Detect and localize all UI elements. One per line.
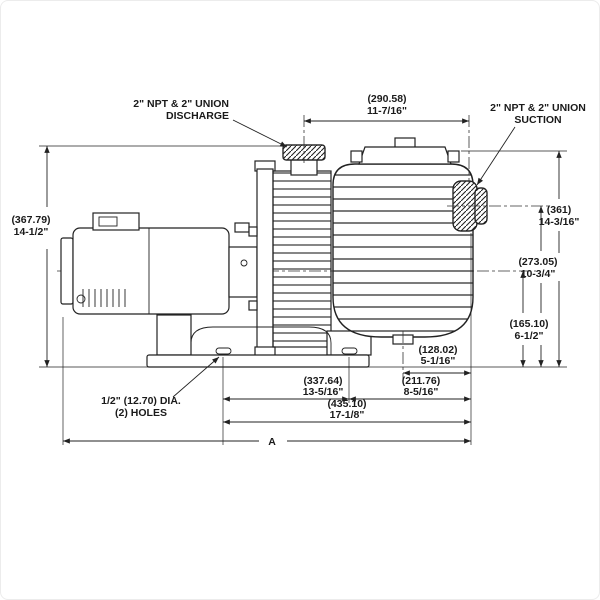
motor-adapter: [228, 222, 258, 298]
callout-mounting-holes: 1/2" (12.70) DIA. (2) HOLES: [101, 356, 220, 419]
motor: [60, 212, 230, 315]
callout-discharge: 2" NPT & 2" UNION DISCHARGE: [133, 98, 288, 148]
dim-overall-length-label: A: [268, 436, 276, 448]
dim-height-suction-top-in: 14-3/16": [539, 216, 580, 228]
dim-height-suction-center-mm: (273.05): [518, 256, 557, 268]
dim-overall-height-mm: (367.79): [11, 214, 50, 226]
heatsink-fins: [272, 170, 332, 348]
dim-hole-to-face-mm: (435.10): [327, 398, 366, 410]
callout-annotations: 2" NPT & 2" UNION DISCHARGE 2" NPT & 2" …: [101, 98, 586, 419]
holes-label-line1: 1/2" (12.70) DIA.: [101, 395, 181, 407]
holes-label-line2: (2) HOLES: [115, 407, 167, 419]
lid-knob-left: [350, 150, 363, 163]
pump-housing: [332, 163, 474, 345]
dim-top-width-mm: (290.58): [367, 93, 406, 105]
dim-top-width-in: 11-7/16": [367, 105, 407, 117]
dim-overall-length: A: [63, 436, 471, 448]
dim-height-shaft-center-in: 6-1/2": [515, 330, 544, 342]
dim-hole-to-center: (337.64) 13-5/16": [223, 375, 349, 402]
pump-drawing: [57, 115, 549, 379]
discharge-label-line2: DISCHARGE: [166, 110, 229, 122]
dim-height-suction-top: (361) 14-3/16": [461, 150, 580, 367]
callout-suction: 2" NPT & 2" UNION SUCTION: [476, 102, 586, 186]
base-plate: [146, 354, 370, 368]
holes-leader-line: [172, 356, 220, 398]
dim-top-width: (290.58) 11-7/16": [304, 93, 469, 124]
left-upright: [156, 314, 192, 356]
base-stand: [146, 314, 372, 368]
dim-mid-to-face-in: 8-5/16": [404, 386, 439, 398]
dim-center-to-face-mm: (128.02): [418, 344, 457, 356]
dim-hole-to-center-in: 13-5/16": [303, 386, 344, 398]
dim-hole-to-face-in: 17-1/8": [330, 409, 365, 421]
lid-knob-right: [447, 150, 460, 163]
mounting-hole-right: [341, 347, 358, 355]
right-foot: [326, 330, 372, 356]
dim-center-to-face-in: 5-1/16": [421, 355, 456, 367]
suction-label-line1: 2" NPT & 2" UNION: [490, 102, 586, 114]
dim-hole-to-center-mm: (337.64): [303, 375, 342, 387]
suction-leader-line: [476, 126, 516, 186]
dim-height-suction-top-mm: (361): [547, 204, 572, 216]
mounting-hole-left: [215, 347, 232, 355]
dim-overall-height: (367.79) 14-1/2": [11, 145, 567, 368]
discharge-label-line1: 2" NPT & 2" UNION: [133, 98, 229, 110]
dim-height-suction-center: (273.05) 10-3/4": [518, 206, 558, 367]
discharge-leader-line: [232, 119, 288, 148]
dim-hole-to-face: (435.10) 17-1/8": [223, 398, 471, 425]
strainer-lid: [350, 137, 460, 165]
suction-label-line2: SUCTION: [514, 114, 561, 126]
dim-height-suction-center-in: 10-3/4": [521, 268, 556, 280]
seal-plate: [248, 160, 332, 357]
dim-mid-to-face-mm: (211.76): [402, 375, 441, 387]
dim-overall-height-in: 14-1/2": [14, 226, 49, 238]
dim-height-shaft-center-mm: (165.10): [509, 318, 548, 330]
dimension-annotations: (290.58) 11-7/16" (367.79) 14-1/2" (361)…: [11, 93, 579, 448]
dim-mid-to-face: (211.76) 8-5/16": [349, 375, 471, 402]
dim-height-shaft-center: (165.10) 6-1/2": [509, 271, 549, 367]
dim-center-to-face: (128.02) 5-1/16": [403, 344, 471, 376]
base-arch: [190, 326, 332, 355]
